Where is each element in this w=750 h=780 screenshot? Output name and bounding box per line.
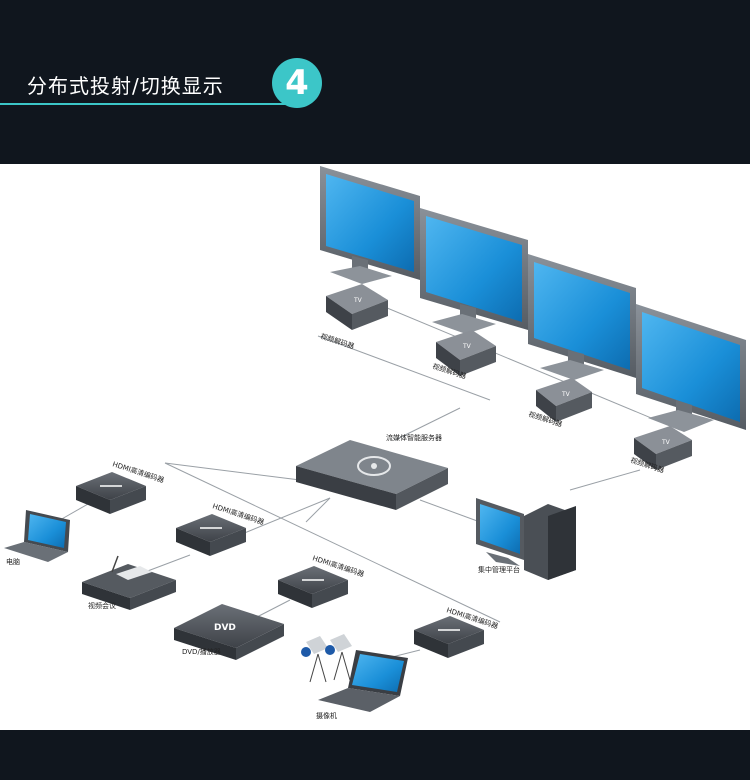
hdmi-encoder-4: HDMI高清编码器 [414,605,499,658]
header-bar: 分布式投射/切换显示 4 [0,0,750,164]
cameras [301,634,352,683]
page-title: 分布式投射/切换显示 [27,74,224,98]
connection-lines [59,304,681,661]
streaming-server: 流媒体智能服务器 [296,433,448,510]
step-number-badge: 4 [272,58,322,108]
hdmi-encoder-2: HDMI高清编码器 [176,501,265,556]
camera-label: 摄像机 [316,711,337,720]
server-label: 流媒体智能服务器 [386,433,442,442]
monitor-1 [320,166,420,284]
decoder-label: 视频解码器 [319,331,355,350]
video-decoder-4: TV 视频解码器 [629,426,692,475]
tv-logo: TV [462,343,472,350]
dvd-logo: DVD [214,623,236,633]
tv-logo: TV [661,439,671,446]
footer-bar [0,730,750,780]
title-underline [0,103,298,105]
management-pc: 集中管理平台 [476,498,576,580]
management-label: 集中管理平台 [478,565,520,574]
camera-laptop: 摄像机 [316,650,408,720]
laptop-computer: 电脑 [4,510,70,566]
video-conference-device: 视频会议 [82,555,176,610]
network-diagram: TV 视频解码器 TV 视频解码器 TV 视频解码器 TV 视频解码器 流媒体智… [0,164,750,730]
monitor-4 [636,304,746,432]
dvd-player: DVD DVD/播放器 [174,604,284,660]
hdmi-encoder-3: HDMI高清编码器 [278,553,365,608]
tv-logo: TV [353,297,363,304]
video-decoder-3: TV 视频解码器 [527,378,592,429]
monitor-3 [528,254,636,380]
video-conference-label: 视频会议 [88,601,116,610]
tv-logo: TV [561,391,571,398]
computer-label: 电脑 [6,557,20,566]
video-decoder-2: TV 视频解码器 [431,330,496,381]
hdmi-encoder-1: HDMI高清编码器 [76,459,165,514]
monitor-2 [420,208,528,334]
video-decoder-1: TV 视频解码器 [319,284,388,351]
dvd-label: DVD/播放器 [182,647,221,656]
